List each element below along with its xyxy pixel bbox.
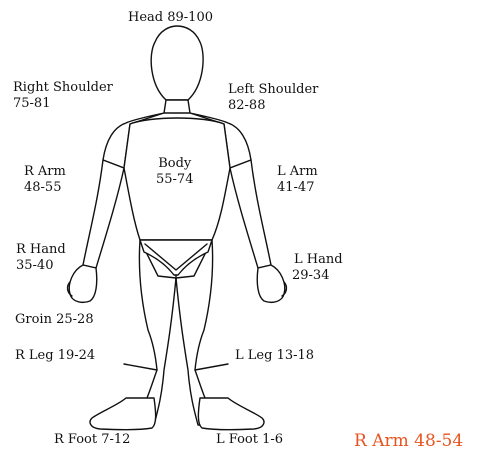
left-shoulder-range: 82-88 [228, 98, 318, 114]
r-hand-name: R Hand [16, 242, 66, 258]
l-leg-label[interactable]: L Leg 13-18 [235, 348, 314, 364]
left-shoulder-label[interactable]: Left Shoulder 82-88 [228, 82, 318, 114]
groin-name: Groin [15, 312, 52, 327]
hit-result-text: R Arm 48-54 [354, 431, 463, 451]
l-arm-range: 41-47 [277, 180, 318, 196]
r-foot-label[interactable]: R Foot 7-12 [54, 432, 130, 448]
r-foot-shape[interactable] [90, 398, 156, 430]
head-shape[interactable] [151, 26, 203, 100]
r-hand-shape[interactable] [69, 265, 97, 302]
r-arm-label[interactable]: R Arm 48-55 [24, 164, 66, 196]
r-leg-name: R Leg [15, 348, 54, 363]
head-label[interactable]: Head 89-100 [128, 10, 213, 26]
body-label[interactable]: Body 55-74 [156, 156, 193, 188]
groin-label[interactable]: Groin 25-28 [15, 312, 94, 328]
right-shoulder-label[interactable]: Right Shoulder 75-81 [13, 80, 113, 112]
r-arm-name: R Arm [24, 164, 66, 180]
body-range: 55-74 [156, 172, 193, 188]
l-knee-line [195, 364, 228, 370]
l-leg-name: L Leg [235, 348, 272, 363]
r-foot-name: R Foot [54, 432, 97, 447]
l-arm-shape[interactable] [230, 160, 271, 268]
r-hand-label[interactable]: R Hand 35-40 [16, 242, 66, 274]
l-hand-shape[interactable] [257, 265, 285, 302]
r-leg-label[interactable]: R Leg 19-24 [15, 348, 95, 364]
neck-shape [164, 100, 190, 113]
left-shoulder-name: Left Shoulder [228, 82, 318, 98]
l-foot-shape[interactable] [198, 398, 264, 430]
r-leg-range: 19-24 [58, 348, 95, 363]
l-foot-range: 1-6 [262, 432, 283, 447]
head-range: 89-100 [167, 10, 213, 25]
head-name: Head [128, 10, 163, 25]
r-hand-range: 35-40 [16, 258, 66, 274]
body-name: Body [156, 156, 193, 172]
r-foot-range: 7-12 [101, 432, 130, 447]
l-hand-name: L Hand [292, 252, 343, 268]
r-knee-line [124, 364, 157, 370]
l-hand-range: 29-34 [292, 268, 343, 284]
right-shoulder-range: 75-81 [13, 96, 113, 112]
l-arm-name: L Arm [277, 164, 318, 180]
groin-range: 25-28 [56, 312, 93, 327]
l-foot-label[interactable]: L Foot 1-6 [216, 432, 283, 448]
l-foot-name: L Foot [216, 432, 258, 447]
r-arm-shape[interactable] [83, 160, 124, 268]
l-arm-label[interactable]: L Arm 41-47 [277, 164, 318, 196]
right-shoulder-name: Right Shoulder [13, 80, 113, 96]
l-leg-range: 13-18 [277, 348, 314, 363]
l-hand-label[interactable]: L Hand 29-34 [292, 252, 343, 284]
r-arm-range: 48-55 [24, 180, 66, 196]
